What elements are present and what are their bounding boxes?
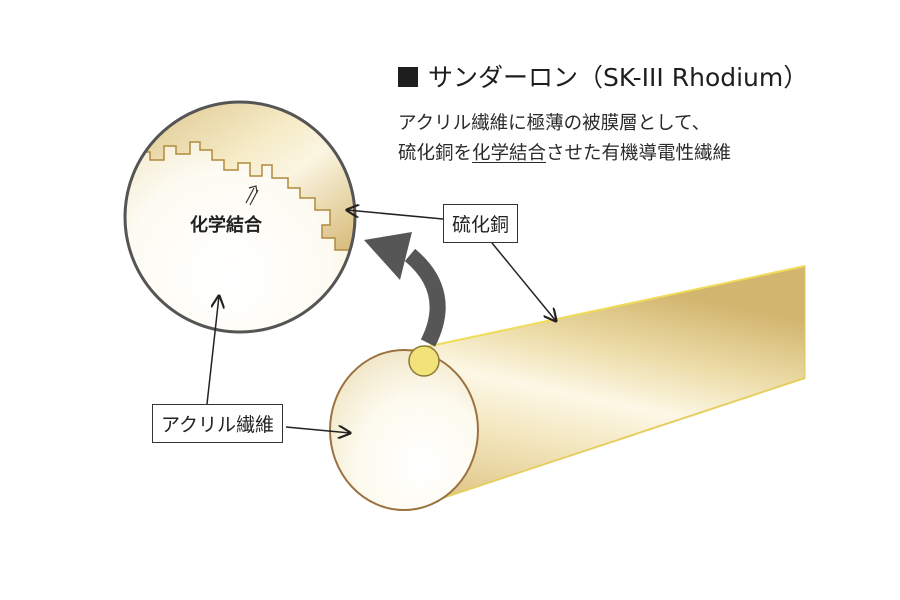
label-acrylic-fiber: アクリル繊維 xyxy=(152,404,284,443)
underlined-chemical-bond: 化学結合 xyxy=(472,143,547,164)
description-line-1: アクリル繊維に極薄の被膜層として、 xyxy=(398,113,711,134)
zoom-curved-arrow-icon xyxy=(364,232,446,347)
description-line-2: 硫化銅を化学結合させた有機導電性繊維 xyxy=(398,143,732,164)
copper-sulfide-layer xyxy=(125,102,355,261)
pointer-copper-to-mag xyxy=(347,210,444,220)
zoom-spot-circle xyxy=(408,345,440,377)
label-chemical-bond: 化学結合 xyxy=(190,215,262,236)
fiber-end-face xyxy=(329,349,479,511)
page-title: サンダーロン（SK-III Rhodium） xyxy=(398,58,808,94)
bond-pointer-icon xyxy=(245,185,259,206)
label-copper-sulfide: 硫化銅 xyxy=(443,204,519,243)
pointer-copper-to-rod xyxy=(491,242,556,321)
title-square-marker xyxy=(398,67,418,87)
fiber-rod-top-edge xyxy=(401,265,806,353)
description: アクリル繊維に極薄の被膜層として、 硫化銅を化学結合させた有機導電性繊維 xyxy=(398,109,731,169)
fiber-rod-bottom-edge xyxy=(411,377,806,509)
title-text: サンダーロン（SK-III Rhodium） xyxy=(428,63,809,92)
pointer-acrylic-to-rod xyxy=(285,427,350,433)
pointer-acrylic-to-mag xyxy=(206,296,219,405)
